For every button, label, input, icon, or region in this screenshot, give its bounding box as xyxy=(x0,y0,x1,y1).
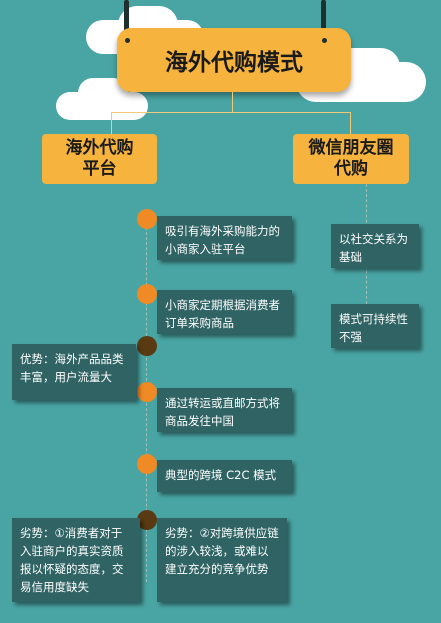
category-overseas-platform-line2: 平台 xyxy=(82,159,117,179)
step-text-4: 典型的跨境 C2C 模式 xyxy=(165,468,277,482)
hanging-rope-left xyxy=(124,0,129,40)
timeline-dot-2 xyxy=(137,284,157,304)
timeline-dot-3 xyxy=(137,382,157,402)
step-card-1: 吸引有海外采购能力的小商家入驻平台 xyxy=(157,216,292,260)
right-text-2: 模式可持续性不强 xyxy=(339,312,408,344)
right-card-1: 以社交关系为基础 xyxy=(331,224,419,268)
disadvantage-text-2: 劣势：②对跨境供应链的涉入较浅，或难以建立充分的竞争优势 xyxy=(165,526,279,576)
step-card-3: 通过转运或直邮方式将商品发往中国 xyxy=(157,388,292,432)
pin-left-icon xyxy=(125,38,130,43)
step-card-4: 典型的跨境 C2C 模式 xyxy=(157,460,292,492)
category-wechat-moments: 微信朋友圈 代购 xyxy=(293,134,409,184)
advantage-card: 优势：海外产品品类丰富，用户流量大 xyxy=(12,344,136,400)
right-text-1: 以社交关系为基础 xyxy=(339,232,408,264)
step-text-3: 通过转运或直邮方式将商品发往中国 xyxy=(165,396,280,428)
title-sign: 海外代购模式 xyxy=(117,28,351,92)
advantage-text: 优势：海外产品品类丰富，用户流量大 xyxy=(20,352,124,384)
disadvantage-card-1: 劣势：①消费者对于入驻商户的真实资质报以怀疑的态度，交易信用度缺失 xyxy=(12,518,140,602)
timeline-dot-4 xyxy=(137,454,157,474)
step-text-2: 小商家定期根据消费者订单采购商品 xyxy=(165,298,280,330)
page-title: 海外代购模式 xyxy=(165,50,303,76)
timeline-dot-disadvantage xyxy=(137,510,157,530)
step-card-2: 小商家定期根据消费者订单采购商品 xyxy=(157,290,292,334)
category-wechat-moments-line1: 微信朋友圈 xyxy=(308,138,394,158)
pin-right-icon xyxy=(322,38,327,43)
category-wechat-moments-line2: 代购 xyxy=(334,159,368,179)
category-overseas-platform-line1: 海外代购 xyxy=(65,138,134,158)
branch-stem xyxy=(232,92,233,112)
disadvantage-text-1: 劣势：①消费者对于入驻商户的真实资质报以怀疑的态度，交易信用度缺失 xyxy=(20,526,124,594)
right-card-2: 模式可持续性不强 xyxy=(331,304,419,348)
hanging-rope-right xyxy=(321,0,326,42)
category-overseas-platform: 海外代购 平台 xyxy=(42,134,157,184)
timeline-dot-1 xyxy=(137,209,157,229)
timeline-dot-advantage xyxy=(137,336,157,356)
disadvantage-card-2: 劣势：②对跨境供应链的涉入较浅，或难以建立充分的竞争优势 xyxy=(157,518,287,602)
step-text-1: 吸引有海外采购能力的小商家入驻平台 xyxy=(165,224,280,256)
branch-connector xyxy=(111,112,351,134)
